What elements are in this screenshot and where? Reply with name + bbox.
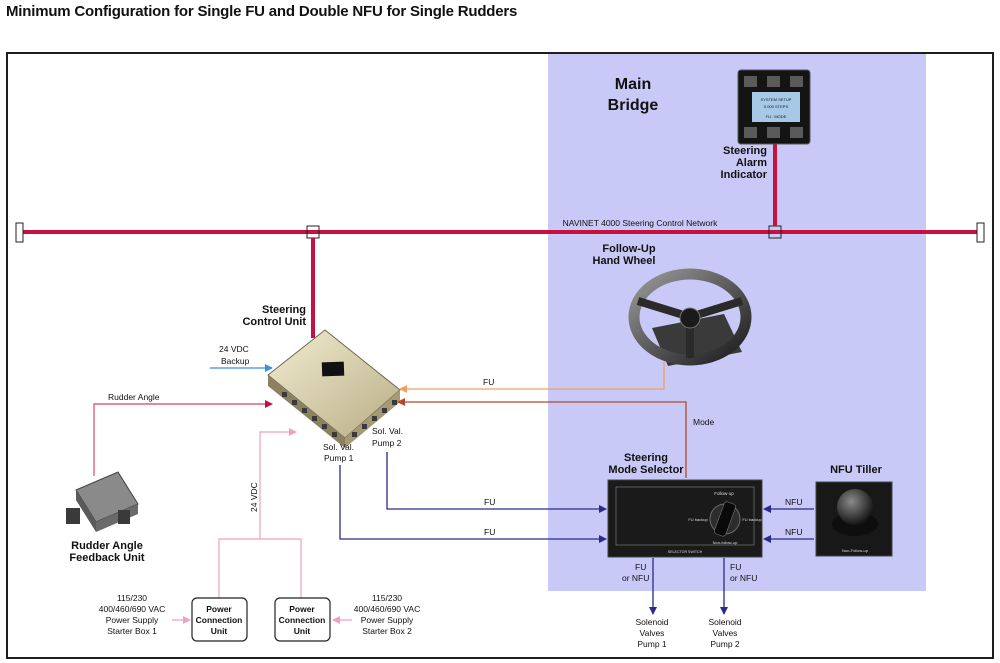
out1-label-1: FU [635, 562, 646, 572]
valves2-label-2: Valves [713, 628, 738, 638]
diagram-frame [6, 52, 994, 659]
selector-footer: SELECTOR SWITCH [668, 550, 703, 554]
follow-up-hand-wheel [628, 268, 752, 366]
out2-label-2: or NFU [730, 573, 757, 583]
backup-label-1: 24 VDC [219, 344, 249, 354]
valves2-label-3: Pump 2 [710, 639, 740, 649]
alarm-screen-line3: FU : MODE [766, 114, 787, 119]
mode-label: Mode [693, 417, 715, 427]
page-title: Minimum Configuration for Single FU and … [6, 3, 518, 20]
tiller-caption: Non-Follow-up [842, 548, 869, 553]
selector-label-2: Mode Selector [608, 464, 684, 476]
pcu1-label-2: Connection [196, 615, 243, 625]
valves1-label-3: Pump 1 [637, 639, 667, 649]
tiller-label: NFU Tiller [830, 464, 882, 476]
zone-label-line1: Main [615, 76, 651, 93]
sol-pump1-line [339, 465, 607, 543]
rudder-label-1: Rudder Angle [71, 540, 143, 552]
handwheel-label-2: Hand Wheel [593, 255, 656, 267]
pcu-bridge-line [218, 538, 302, 598]
bus-terminator-left [15, 222, 24, 243]
network-label: NAVINET 4000 Steering Control Network [563, 218, 718, 228]
steering-control-unit [267, 329, 401, 448]
out2-label-1: FU [730, 562, 741, 572]
sol2-label-2: Pump 2 [372, 438, 402, 448]
mode-line [397, 398, 687, 478]
selector-panel-bottom: Non-follow-up [713, 540, 738, 545]
supply1-label-2: 400/460/690 VAC [99, 604, 165, 614]
steering-mode-selector: Follow-up FU backup FU backup Non-follow… [607, 479, 763, 558]
out1-label-2: or NFU [622, 573, 649, 583]
alarm-label-1: Steering [723, 145, 767, 157]
selector-panel-left: FU backup [688, 517, 708, 522]
power-connection-unit-1: Power Connection Unit [191, 597, 248, 642]
rudder-label-2: Feedback Unit [69, 552, 145, 564]
alarm-screen-line2: 0.000 STEPS [764, 104, 789, 109]
power-connection-unit-2: Power Connection Unit [274, 597, 331, 642]
rudder-angle-feedback-unit [66, 471, 139, 532]
supply2-label-1: 115/230 [372, 593, 402, 603]
selector-label-1: Steering [624, 452, 668, 464]
supply1-label-4: Starter Box 1 [107, 626, 157, 636]
vdc24-label: 24 VDC [249, 482, 259, 512]
sol1-label-2: Pump 1 [324, 453, 354, 463]
pcu2-label-1: Power [289, 604, 315, 614]
sol-pump2-line [386, 452, 607, 513]
sol2-label-1: Sol. Val. [372, 426, 403, 436]
bus-terminator-right [976, 222, 985, 243]
pcu2-label-2: Connection [279, 615, 326, 625]
valves1-label-2: Valves [640, 628, 665, 638]
supply1-label-1: 115/230 [117, 593, 147, 603]
nfu-label-2: NFU [785, 527, 802, 537]
supply2-label-3: Power Supply [361, 615, 414, 625]
sol1-label-1: Sol. Val. [323, 442, 354, 452]
supply1-label-3: Power Supply [106, 615, 159, 625]
pcu2-label-3: Unit [294, 626, 311, 636]
nfu-tiller: Non-Follow-up [815, 481, 893, 557]
valves2-label-1: Solenoid [708, 617, 741, 627]
supply2-label-2: 400/460/690 VAC [354, 604, 420, 614]
rudder-angle-line [93, 400, 273, 476]
steering-alarm-indicator: SYSTEM SETUP 0.000 STEPS FU : MODE [737, 69, 811, 145]
handwheel-label-1: Follow-Up [602, 243, 655, 255]
rudder-angle-label: Rudder Angle [108, 392, 160, 402]
pcu1-label-3: Unit [211, 626, 228, 636]
alarm-label-3: Indicator [721, 169, 768, 181]
selector-panel-right: FU backup [742, 517, 762, 522]
pcu1-label-1: Power [206, 604, 232, 614]
cu-label-1: Steering [262, 304, 306, 316]
valves1-label-1: Solenoid [635, 617, 668, 627]
fu-wheel-line [399, 362, 665, 393]
alarm-label-2: Alarm [736, 157, 767, 169]
nfu-label-1: NFU [785, 497, 802, 507]
zone-label-line2: Bridge [608, 97, 659, 114]
fu-line2-label: FU [484, 527, 495, 537]
fu-line1-label: FU [484, 497, 495, 507]
backup-label-2: Backup [221, 356, 250, 366]
cu-label-2: Control Unit [242, 316, 306, 328]
selector-panel-top: Follow-up [714, 491, 734, 496]
alarm-screen-line1: SYSTEM SETUP [761, 97, 792, 102]
supply2-label-4: Starter Box 2 [362, 626, 412, 636]
vdc24-line [259, 428, 297, 539]
fu-wheel-label: FU [483, 377, 494, 387]
